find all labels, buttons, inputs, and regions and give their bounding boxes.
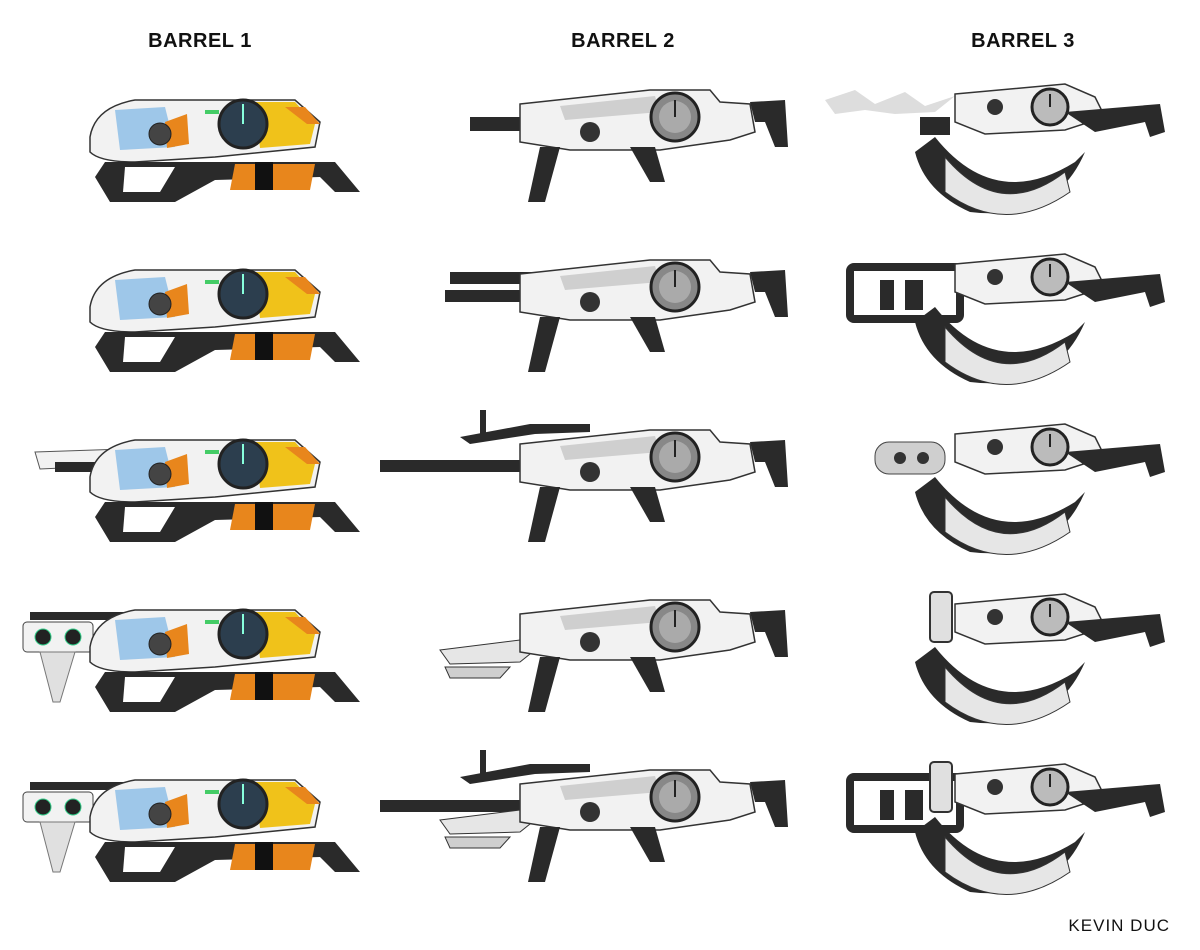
weapon-b3-row-1-muzzle-flash — [805, 62, 1195, 237]
weapon-illustration — [34, 438, 360, 542]
weapon-b1-row-3-top-rail — [15, 402, 405, 577]
weapon-b3-row-2-skeleton-frame — [805, 232, 1195, 407]
weapon-illustration — [380, 750, 788, 882]
weapon-illustration — [380, 410, 788, 542]
weapon-b1-row-1-standard — [15, 62, 405, 237]
weapon-illustration — [22, 608, 360, 712]
weapon-illustration — [89, 98, 360, 202]
weapon-illustration — [439, 599, 788, 712]
weapon-illustration — [846, 253, 1165, 385]
weapon-b2-row-1-short-barrel — [410, 62, 800, 237]
weapon-b1-row-4-scope-foregrip — [15, 572, 405, 747]
weapon-b3-row-5-skeleton-sight — [805, 742, 1195, 917]
artist-credit: KEVIN DUC — [1068, 916, 1170, 935]
weapon-b1-row-2-standard — [15, 232, 405, 407]
column-title-barrel-1: BARREL 1 — [148, 30, 252, 52]
weapon-b2-row-3-long-carry-handle — [380, 402, 800, 577]
weapon-b1-row-5-scope-foregrip-alt — [15, 742, 405, 917]
weapon-illustration — [825, 83, 1165, 215]
weapon-b2-row-4-blade-bayonet — [410, 572, 800, 747]
weapon-illustration — [470, 89, 788, 202]
column-title-barrel-2: BARREL 2 — [571, 30, 675, 52]
weapon-b3-row-4-vertical-sight — [805, 572, 1195, 747]
weapon-illustration — [874, 423, 1165, 555]
weapon-b2-row-2-double-barrel — [410, 232, 800, 407]
weapon-illustration — [22, 778, 360, 882]
weapon-b2-row-5-long-blade — [380, 742, 800, 917]
weapon-illustration — [445, 259, 788, 372]
weapon-b3-row-3-cylinder-muzzle — [805, 402, 1195, 577]
weapon-illustration — [89, 268, 360, 372]
weapon-illustration — [915, 591, 1165, 725]
column-title-barrel-3: BARREL 3 — [971, 30, 1075, 52]
weapon-illustration — [846, 761, 1165, 895]
